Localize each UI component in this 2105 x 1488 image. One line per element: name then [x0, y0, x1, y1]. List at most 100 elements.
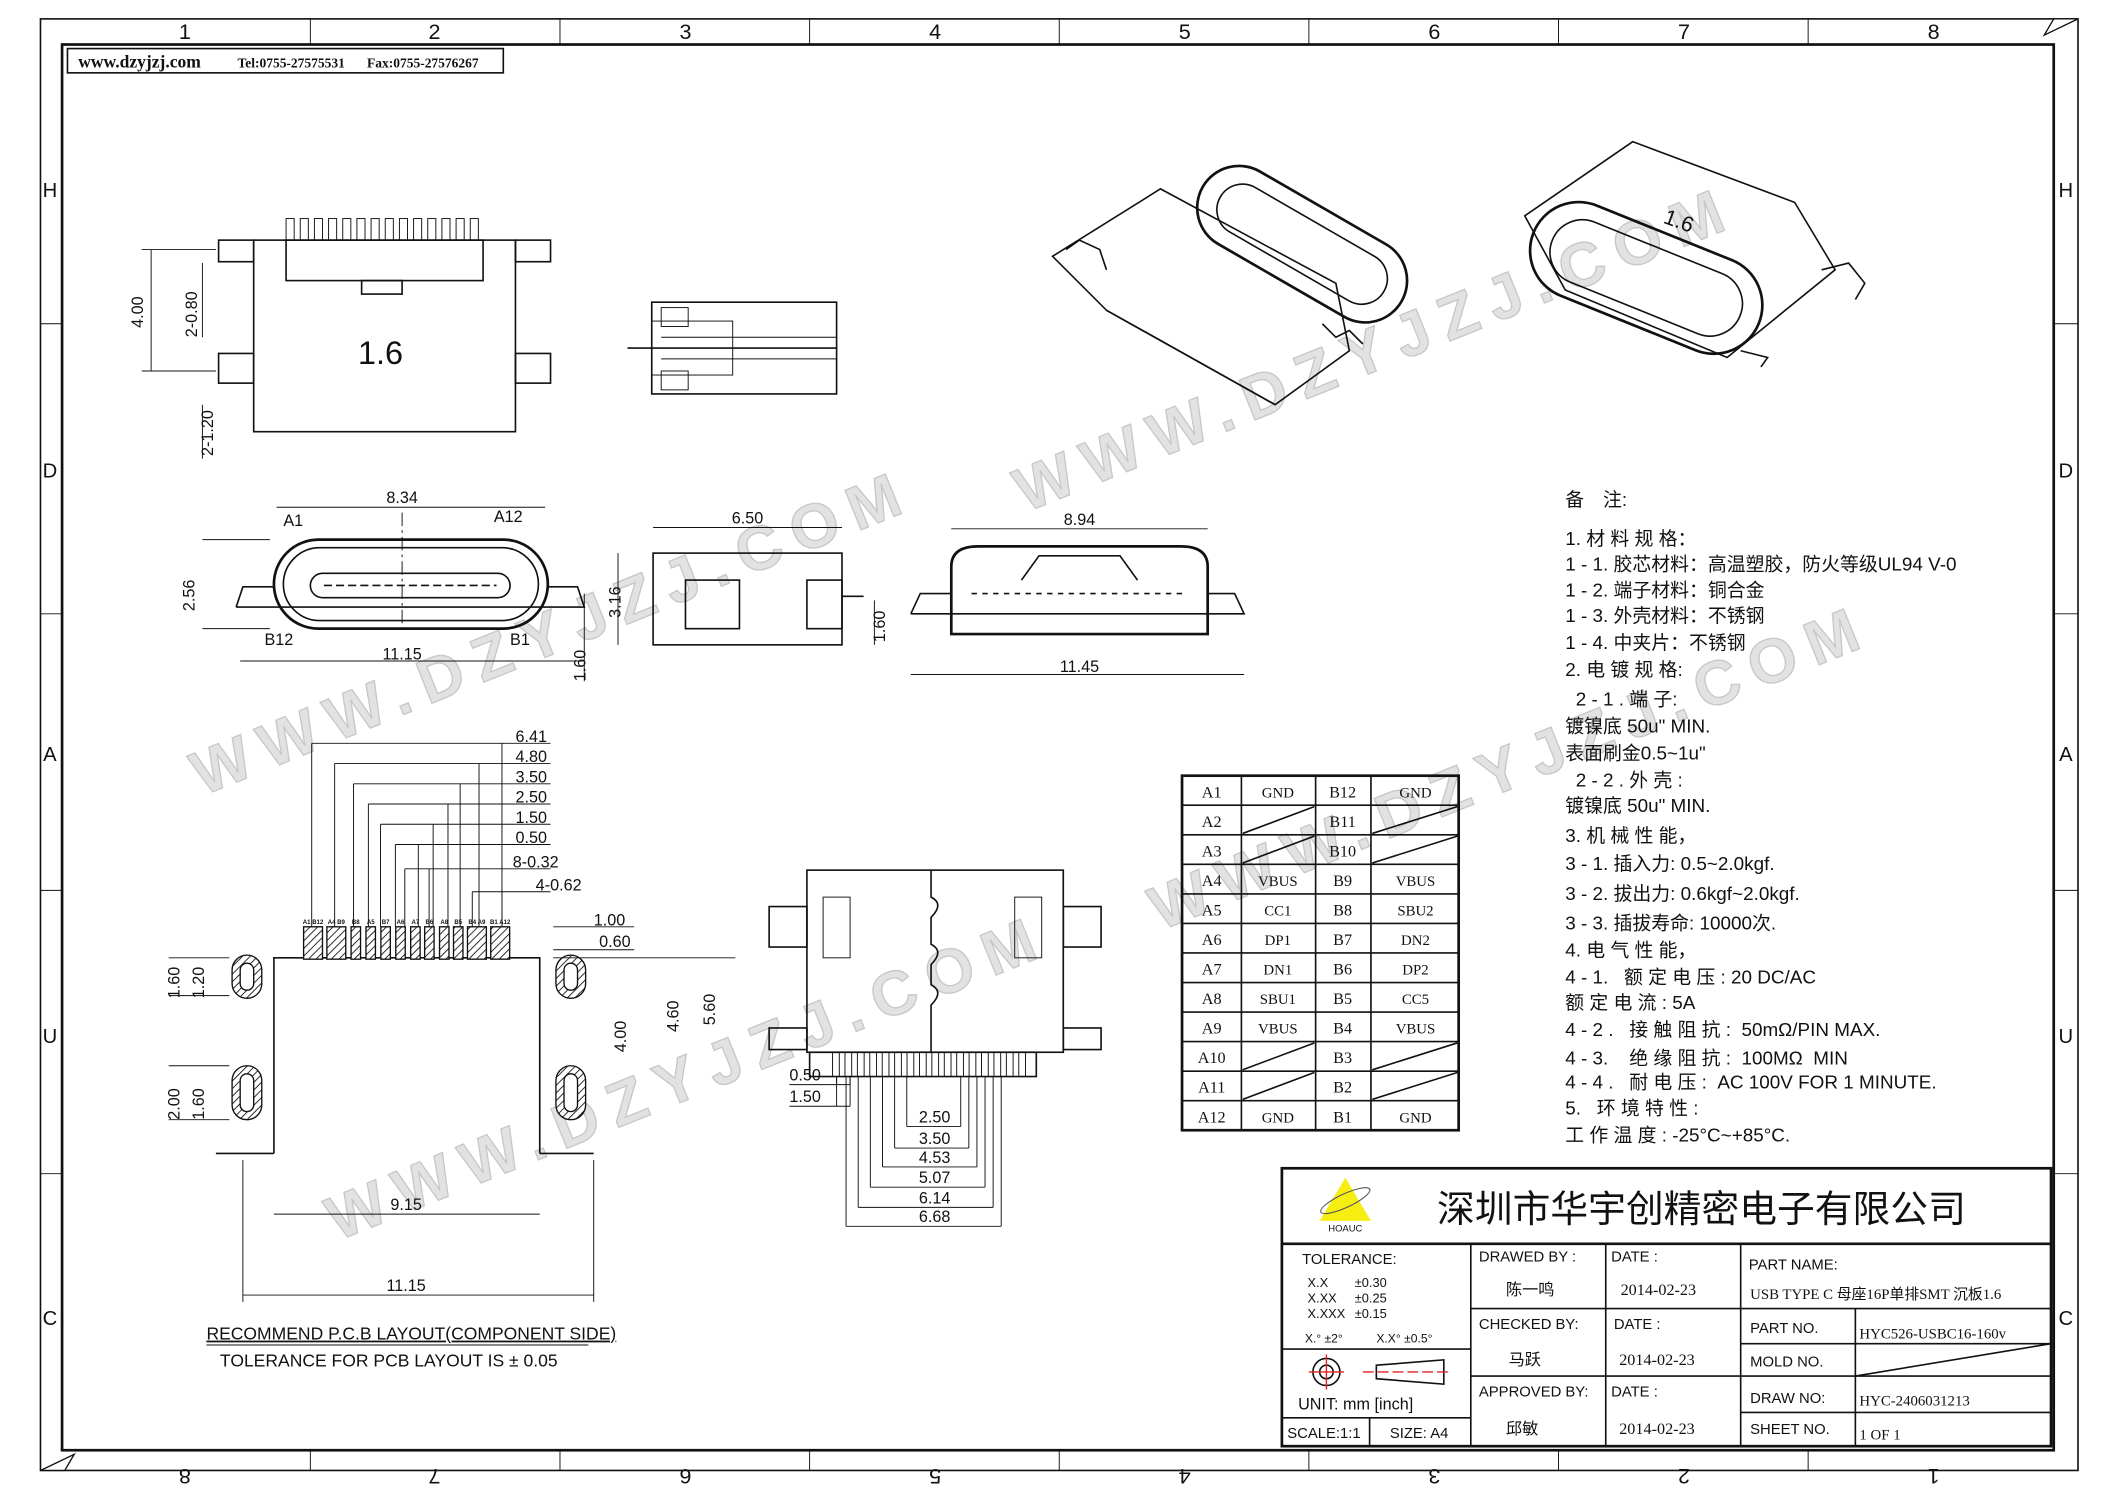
terminal-pin: [398, 218, 408, 241]
rear-view: 8.94 11.45: [910, 511, 1246, 676]
dim-label: 0.50: [789, 1067, 821, 1085]
notes-title: 备 注:: [1565, 489, 1627, 511]
zone-row-label: U: [43, 1026, 58, 1048]
pin-signal: SBU2: [1397, 903, 1433, 919]
dim-label: 0.60: [599, 933, 631, 951]
pin-id: A5: [1202, 901, 1222, 919]
terminal-pin: [469, 218, 479, 241]
corner-arrow-icon: [2042, 18, 2079, 37]
terminal-pin: [299, 218, 309, 241]
zone-column-label: 2: [428, 19, 440, 44]
dim-label: 11.45: [1060, 658, 1099, 676]
pin-id: B7: [1333, 931, 1352, 949]
pin-id: A6: [1202, 931, 1222, 949]
tolerance-value: ±0.15: [1355, 1306, 1387, 1321]
terminal-pin: [285, 218, 295, 241]
pad-label: A4 B9: [328, 920, 346, 926]
smt-lead: [856, 1051, 865, 1078]
smt-lead: [832, 1051, 840, 1078]
unused-pin-slash: [1242, 835, 1315, 864]
note-line: 3 - 2. 拔出力: 0.6kgf~2.0kgf.: [1565, 883, 1800, 905]
note-line: 3 - 3. 插拔寿命: 10000次.: [1565, 912, 1776, 934]
dim-label: 5.60: [701, 994, 719, 1026]
note-line: 表面刷金0.5~1u": [1565, 743, 1705, 765]
note-line: 额 定 电 流 : 5A: [1565, 992, 1695, 1014]
pad-label: A5: [367, 920, 375, 926]
zone-column-label: 4: [1179, 1464, 1191, 1488]
part-name-label: PART NAME:: [1749, 1257, 1838, 1273]
smt-lead: [906, 1051, 915, 1078]
projection-symbol-icon: [1308, 1354, 1451, 1390]
pad-label: A7: [412, 920, 420, 926]
sheet-no-value: 1 OF 1: [1859, 1427, 1900, 1443]
checked-by-value: 马跃: [1509, 1351, 1541, 1369]
smt-lead: [894, 1051, 902, 1078]
pcb-pad: [395, 926, 406, 960]
terminal-pin: [313, 218, 323, 241]
zone-column-label: 8: [1928, 19, 1940, 44]
pad-label: A8: [440, 920, 448, 926]
pin-id: A4: [1202, 872, 1222, 890]
dim-label: 8.34: [386, 489, 418, 507]
note-line: 3. 机 械 性 能，: [1565, 825, 1696, 847]
pin-signal: VBUS: [1396, 1022, 1436, 1038]
dim-label: 1.60: [871, 611, 889, 643]
terminal-pin: [356, 218, 366, 241]
pin-signal: GND: [1399, 1110, 1431, 1126]
note-line: 4 - 1. 额 定 电 压 : 20 DC/AC: [1565, 966, 1816, 988]
dim-label: 3.50: [919, 1130, 951, 1148]
terminal-pin: [441, 218, 451, 241]
terminal-pin: [427, 218, 437, 241]
zone-column-label: 6: [1428, 19, 1440, 44]
date-label: DATE :: [1614, 1317, 1661, 1333]
top-view-mark: 1.6: [358, 335, 403, 371]
zone-column-label: 4: [929, 19, 941, 44]
zone-column-label: 5: [1179, 19, 1191, 44]
angle-tolerance: X.° ±2°: [1305, 1331, 1343, 1345]
pin-signal: SBU1: [1260, 992, 1296, 1008]
dim-label: 9.15: [390, 1196, 422, 1214]
dim-label: 2-1.20: [199, 410, 217, 456]
smt-lead: [956, 1051, 964, 1078]
pin-signal: DP2: [1402, 963, 1428, 979]
pin-id: A11: [1198, 1079, 1225, 1097]
drawn-by-label: DRAWED BY :: [1479, 1249, 1576, 1265]
note-line: 2. 电 镀 规 格:: [1565, 659, 1682, 681]
dim-label: 11.15: [386, 1277, 425, 1295]
pad-label: B4 A9: [468, 920, 486, 926]
zone-column-label: 6: [679, 1464, 691, 1488]
dim-label: 2.50: [919, 1108, 951, 1126]
pin-signal: GND: [1262, 785, 1294, 801]
draw-no-value: HYC-2406031213: [1859, 1394, 1969, 1410]
pcb-pad: [326, 926, 347, 960]
pad-label: B6: [425, 920, 433, 926]
dim-label: 2.50: [515, 789, 547, 807]
smt-lead: [1018, 1051, 1026, 1078]
unused-pin-slash: [1242, 1042, 1315, 1071]
zone-column-label: 2: [1678, 1464, 1690, 1488]
pcb-pad: [466, 926, 488, 960]
date-label: DATE :: [1611, 1384, 1658, 1400]
fax-text: Fax:0755-27576267: [367, 55, 479, 70]
part-no-label: PART NO.: [1750, 1321, 1818, 1337]
dim-label: 11.15: [382, 646, 421, 664]
dim-label: 2-0.80: [183, 291, 201, 337]
dim-label: 2.56: [180, 580, 198, 612]
pad-label: B7: [382, 920, 390, 926]
smt-lead: [844, 1051, 853, 1078]
pin-id: B11: [1329, 813, 1355, 831]
note-line: 镀镍底 50u" MIN.: [1565, 795, 1710, 817]
unit-label: UNIT: mm [inch]: [1298, 1396, 1413, 1414]
dim-label: 4.53: [919, 1149, 951, 1167]
pin-id: B2: [1333, 1079, 1352, 1097]
dim-label: 6.14: [919, 1189, 951, 1207]
zone-column-label: 5: [929, 1464, 941, 1488]
company-logo: HOAUC: [1319, 1177, 1371, 1235]
